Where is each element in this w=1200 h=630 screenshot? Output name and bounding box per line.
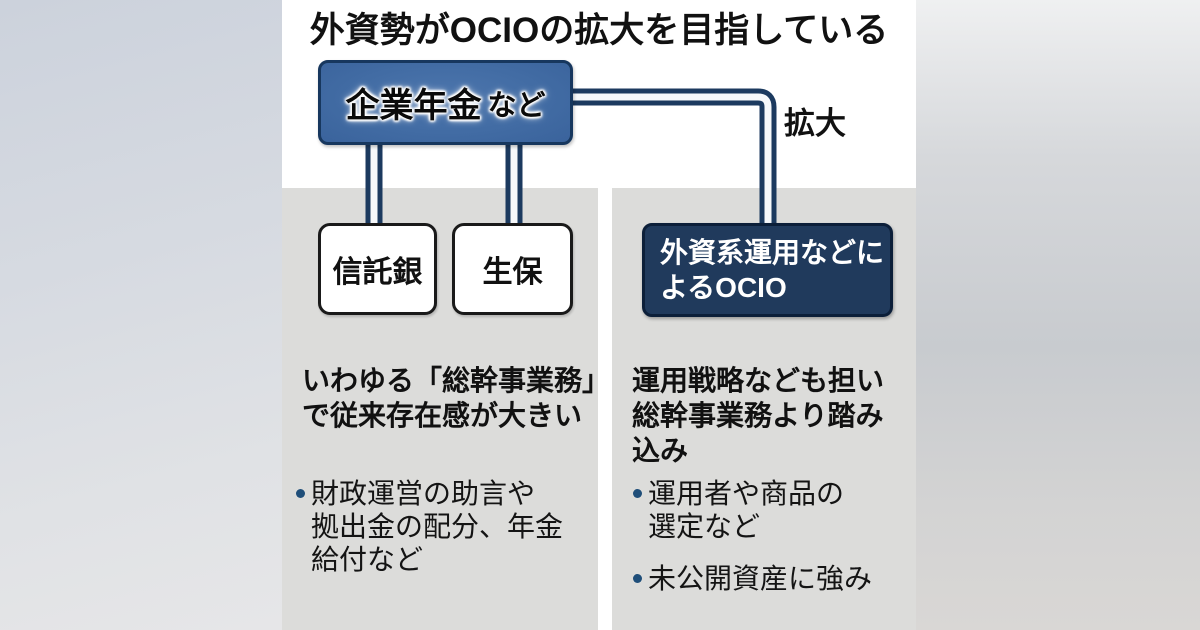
- connector-expand-pipe: [571, 88, 777, 232]
- diagram-title: 外資勢がOCIOの拡大を目指している: [309, 11, 889, 50]
- connector-lines: [365, 88, 777, 232]
- life-insurance-label: 生保: [482, 256, 543, 289]
- right-heading-line-3: 込み: [632, 435, 689, 466]
- right-bullet-2-line-1: 未公開資産に強み: [648, 563, 873, 594]
- right-heading-line-2: 総幹事業務より踏み: [632, 400, 884, 431]
- right-bullet-2-text: 未公開資産に強み: [648, 562, 872, 595]
- right-column-heading: 運用戦略なども担い 総幹事業務より踏み 込み: [632, 363, 884, 468]
- left-bullet-item: 財政運営の助言や 拠出金の配分、年金 給付など: [296, 477, 563, 576]
- left-gradient-band: [0, 0, 282, 630]
- ocio-box-line-2: よるOCIO: [660, 272, 787, 303]
- bullet-dot-icon: [296, 489, 305, 498]
- left-bullet-line-3: 給付など: [311, 544, 424, 575]
- left-heading-line-2: で従来存在感が大きい: [302, 400, 583, 431]
- left-bullet-line-1: 財政運営の助言や: [311, 478, 536, 509]
- pension-fund-suffix: など: [487, 89, 546, 122]
- connector-expand-pipe-core: [571, 93, 772, 232]
- left-heading-line-1: いわゆる「総幹事業務」: [302, 365, 611, 396]
- infographic-panel: 外資勢がOCIOの拡大を目指している 企業年金 など 拡大 信託銀 生保 外資系…: [282, 0, 916, 630]
- trust-bank-box: 信託銀: [318, 223, 437, 315]
- trust-bank-label: 信託銀: [332, 256, 423, 289]
- bullet-dot-icon: [633, 574, 642, 583]
- left-column-heading: いわゆる「総幹事業務」 で従来存在感が大きい: [302, 363, 610, 433]
- right-bullet-item-2: 未公開資産に強み: [633, 562, 872, 595]
- right-bullet-1-line-1: 運用者や商品の: [648, 478, 845, 509]
- left-bullet-line-2: 拠出金の配分、年金: [311, 511, 564, 542]
- right-heading-line-1: 運用戦略なども担い: [632, 365, 885, 396]
- expand-label: 拡大: [784, 106, 846, 141]
- life-insurance-box: 生保: [452, 223, 573, 315]
- right-bullet-1-line-2: 選定など: [648, 511, 761, 542]
- pension-fund-box: 企業年金 など: [318, 60, 573, 145]
- left-bullet-text: 財政運営の助言や 拠出金の配分、年金 給付など: [311, 477, 563, 576]
- pension-fund-label: 企業年金: [345, 87, 482, 125]
- right-bullet-1-text: 運用者や商品の 選定など: [648, 477, 844, 543]
- right-gradient-band: [916, 0, 1200, 630]
- ocio-box: 外資系運用などに よるOCIO: [642, 223, 893, 317]
- ocio-box-line-1: 外資系運用などに: [660, 237, 885, 268]
- right-bullet-item-1: 運用者や商品の 選定など: [633, 477, 844, 543]
- bullet-dot-icon: [633, 489, 642, 498]
